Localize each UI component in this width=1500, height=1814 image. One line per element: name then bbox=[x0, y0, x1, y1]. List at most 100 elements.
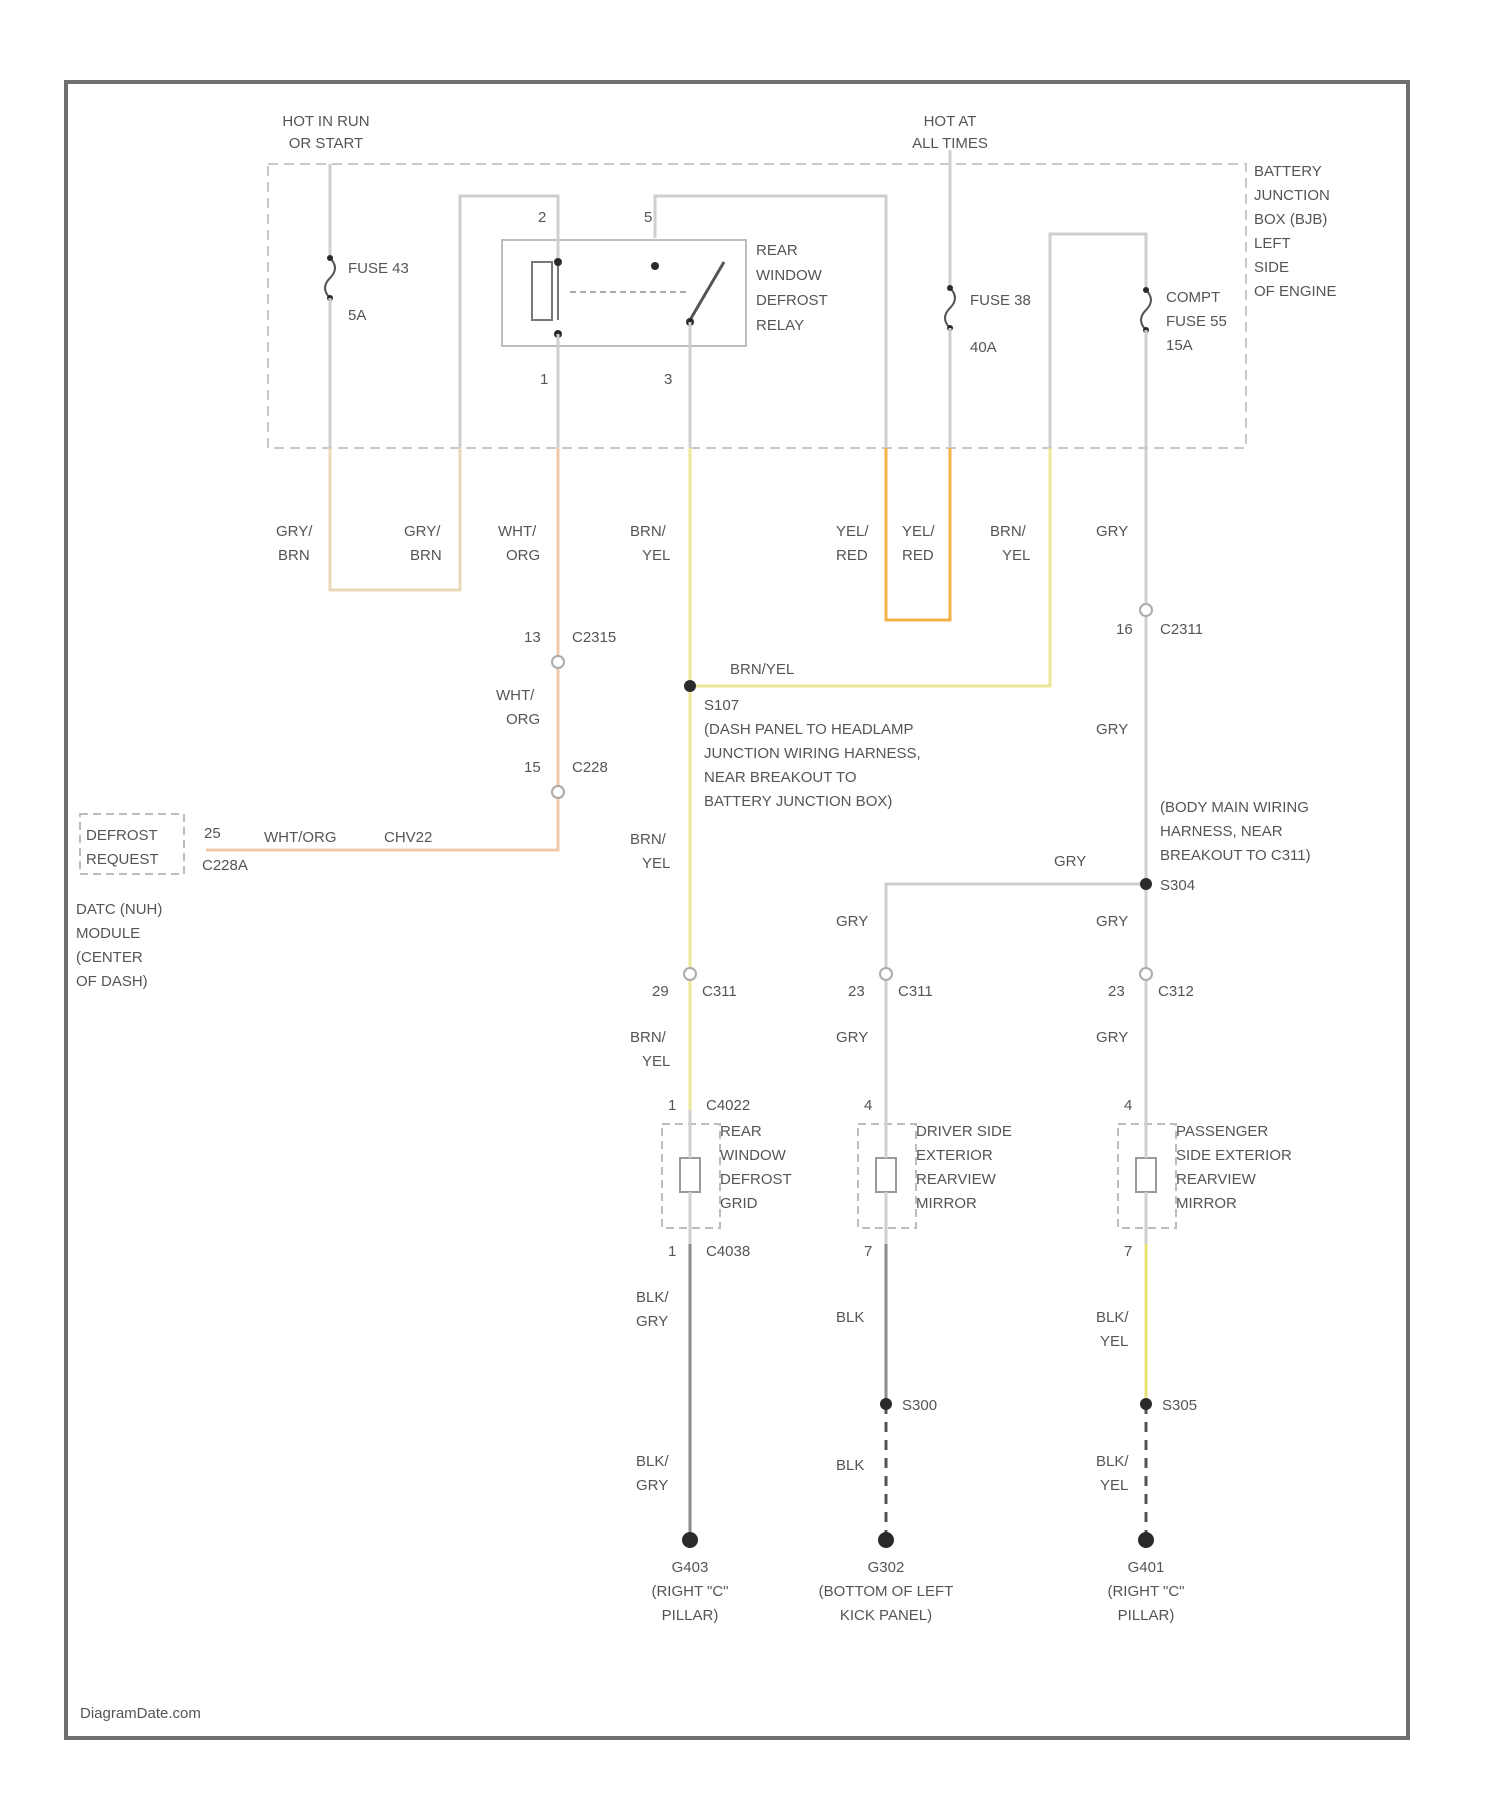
lbl-blk-yel-2b: YEL bbox=[1100, 1477, 1128, 1494]
c312-pin: 23 bbox=[1108, 983, 1125, 1000]
lbl-yel-red-2b: RED bbox=[902, 547, 934, 564]
junction-box-label-l2: JUNCTION bbox=[1254, 187, 1330, 204]
driver-label-l1: DRIVER SIDE bbox=[916, 1123, 1012, 1140]
lbl-blk-gry-2a: BLK/ bbox=[636, 1453, 669, 1470]
pass-label-l3: REARVIEW bbox=[1176, 1171, 1257, 1188]
s107-l5: BATTERY JUNCTION BOX) bbox=[704, 793, 892, 810]
grid-label-l1: REAR bbox=[720, 1123, 762, 1140]
ground-g302-label: G302 (BOTTOM OF LEFT KICK PANEL) bbox=[819, 1559, 954, 1624]
defrost-request-l2: REQUEST bbox=[86, 851, 159, 868]
fuse55-terminal-top bbox=[1143, 287, 1149, 293]
s107-l4: NEAR BREAKOUT TO bbox=[704, 769, 857, 786]
lbl-yel-red-1b: RED bbox=[836, 547, 868, 564]
fuse38-name: FUSE 38 bbox=[970, 292, 1031, 309]
c4022-name: C4022 bbox=[706, 1097, 750, 1114]
lbl-brn-yel-2a: BRN/ bbox=[990, 523, 1027, 540]
lbl-gry-d: GRY bbox=[1096, 1029, 1128, 1046]
c2311-name: C2311 bbox=[1160, 621, 1203, 638]
lbl-brn-yel-1b: YEL bbox=[642, 547, 670, 564]
splice-s107-icon bbox=[684, 680, 696, 692]
fuse55-line3: 15A bbox=[1166, 337, 1193, 354]
fuse43-symbol bbox=[325, 258, 335, 298]
relay-label-l4: RELAY bbox=[756, 317, 804, 334]
pass-mirror-pin4: 4 bbox=[1124, 1097, 1132, 1114]
lbl-blk-yel-2a: BLK/ bbox=[1096, 1453, 1129, 1470]
g302-l1: G302 bbox=[868, 1559, 905, 1576]
pass-label-l2: SIDE EXTERIOR bbox=[1176, 1147, 1292, 1164]
lbl-gry-c: GRY bbox=[836, 1029, 868, 1046]
junction-box-label-l4: LEFT bbox=[1254, 235, 1291, 252]
c4038-pin: 1 bbox=[668, 1243, 676, 1260]
grid-label-l2: WINDOW bbox=[720, 1147, 787, 1164]
power-run-start-line2: OR START bbox=[289, 135, 363, 152]
fuse38-terminal-top bbox=[947, 285, 953, 291]
junction-box-label-l5: SIDE bbox=[1254, 259, 1289, 276]
driver-mirror-pin4: 4 bbox=[864, 1097, 872, 1114]
junction-box-label-l6: OF ENGINE bbox=[1254, 283, 1337, 300]
fuse43-name: FUSE 43 bbox=[348, 260, 409, 277]
lbl-blk-gry-2b: GRY bbox=[636, 1477, 668, 1494]
lbl-gry-b: GRY bbox=[1096, 913, 1128, 930]
c228a-name: C228A bbox=[202, 857, 248, 874]
driver-label-l4: MIRROR bbox=[916, 1195, 977, 1212]
ground-g403-icon bbox=[682, 1532, 698, 1548]
driver-mirror-heater-icon bbox=[876, 1158, 896, 1192]
lbl-yel-red-1a: YEL/ bbox=[836, 523, 869, 540]
lbl-gry-brn-1a: GRY/ bbox=[276, 523, 313, 540]
c311-b-pin: 23 bbox=[848, 983, 865, 1000]
g401-l2: (RIGHT "C" bbox=[1107, 1583, 1184, 1600]
ground-g401-label: G401 (RIGHT "C" PILLAR) bbox=[1107, 1559, 1184, 1624]
fuse43-rating: 5A bbox=[348, 307, 366, 324]
lbl-gry-brn-2b: BRN bbox=[410, 547, 442, 564]
ground-g302-icon bbox=[878, 1532, 894, 1548]
wire-fuse55-loop bbox=[1050, 234, 1146, 448]
lbl-brn-yel-3b: YEL bbox=[642, 855, 670, 872]
lbl-wht-org-2a: WHT/ bbox=[496, 687, 535, 704]
c312-name: C312 bbox=[1158, 983, 1194, 1000]
footer-watermark: DiagramDate.com bbox=[80, 1705, 201, 1722]
c2315-pin: 13 bbox=[524, 629, 541, 646]
fuse55-symbol bbox=[1141, 290, 1151, 330]
connector-c2311-icon bbox=[1140, 604, 1152, 616]
splice-s107-label: S107 (DASH PANEL TO HEADLAMP JUNCTION WI… bbox=[704, 697, 921, 810]
wire-brn-yel-branch bbox=[690, 448, 1050, 686]
junction-box-label-l1: BATTERY bbox=[1254, 163, 1322, 180]
s107-l1: S107 bbox=[704, 697, 739, 714]
c2311-pin: 16 bbox=[1116, 621, 1133, 638]
relay-pin-1: 1 bbox=[540, 371, 548, 388]
relay-switch-icon bbox=[690, 262, 724, 320]
lbl-wht-org-b: ORG bbox=[506, 547, 540, 564]
relay-pin5-dot bbox=[651, 262, 659, 270]
s304-l2: HARNESS, NEAR bbox=[1160, 823, 1283, 840]
relay-label-l2: WINDOW bbox=[756, 267, 823, 284]
pass-mirror-label: PASSENGER SIDE EXTERIOR REARVIEW MIRROR bbox=[1176, 1123, 1292, 1212]
c228-pin: 15 bbox=[524, 759, 541, 776]
ground-g401-icon bbox=[1138, 1532, 1154, 1548]
lbl-brn-yel-4a: BRN/ bbox=[630, 1029, 667, 1046]
lbl-blk-yel-1a: BLK/ bbox=[1096, 1309, 1129, 1326]
grid-element-icon bbox=[680, 1158, 700, 1192]
driver-mirror-pin7: 7 bbox=[864, 1243, 872, 1260]
lbl-yel-red-2a: YEL/ bbox=[902, 523, 935, 540]
module-label-l3: (CENTER bbox=[76, 949, 143, 966]
lbl-wht-org-a: WHT/ bbox=[498, 523, 537, 540]
c311-b-name: C311 bbox=[898, 983, 933, 1000]
power-run-start-line1: HOT IN RUN bbox=[282, 113, 369, 130]
wire-labels-top: GRY/ BRN GRY/ BRN WHT/ ORG BRN/ YEL YEL/… bbox=[276, 523, 1128, 564]
lbl-circuit: CHV22 bbox=[384, 829, 432, 846]
s305-label: S305 bbox=[1162, 1397, 1197, 1414]
relay-pin-5: 5 bbox=[644, 209, 652, 226]
lbl-blk-2: BLK bbox=[836, 1457, 864, 1474]
relay-coil-icon bbox=[532, 262, 552, 320]
pass-mirror-heater-icon bbox=[1136, 1158, 1156, 1192]
grid-label-l4: GRID bbox=[720, 1195, 758, 1212]
c311-a-pin: 29 bbox=[652, 983, 669, 1000]
lbl-blk-1: BLK bbox=[836, 1309, 864, 1326]
rear-window-grid-label: REAR WINDOW DEFROST GRID bbox=[720, 1123, 792, 1212]
driver-label-l2: EXTERIOR bbox=[916, 1147, 993, 1164]
relay-pin2-dot bbox=[554, 258, 562, 266]
power-all-times-line1: HOT AT bbox=[924, 113, 977, 130]
c228a-pin: 25 bbox=[204, 825, 221, 842]
relay-label-l1: REAR bbox=[756, 242, 798, 259]
